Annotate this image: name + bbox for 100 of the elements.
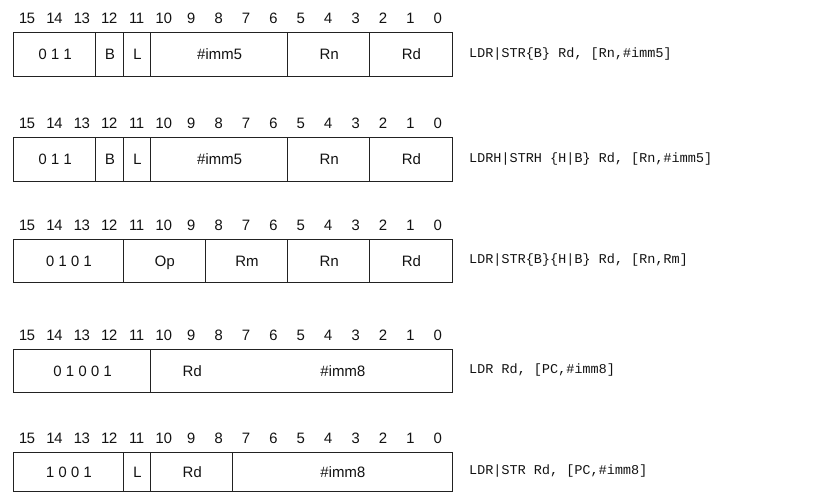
bit-field-box (369, 239, 453, 283)
bit-number: 12 (100, 430, 118, 448)
bit-number: 1 (405, 10, 416, 28)
bit-field-box (369, 137, 453, 182)
bit-number: 13 (72, 327, 90, 345)
field-label: 1 0 0 1 (44, 462, 93, 482)
field-label: Rn (318, 150, 340, 170)
bit-field-box (150, 32, 288, 77)
bit-number: 7 (240, 217, 252, 235)
field-label: L (132, 462, 142, 482)
bit-number: 10 (154, 217, 174, 235)
bit-number: 6 (268, 327, 278, 345)
bit-number: 9 (186, 217, 196, 235)
bit-field-box (204, 239, 288, 283)
bit-field-box (150, 349, 453, 393)
bit-field-box (287, 32, 371, 77)
field-label: #imm5 (196, 45, 243, 65)
bit-number: 9 (186, 10, 196, 28)
bit-field-box (13, 32, 97, 77)
bit-number: 10 (154, 10, 174, 28)
bit-number: 8 (213, 430, 224, 448)
bit-number: 15 (18, 430, 36, 448)
bit-number: 0 (432, 10, 443, 28)
bit-field-box (150, 452, 234, 492)
field-label: B (104, 150, 116, 170)
bit-number: 13 (72, 217, 90, 235)
bit-number: 5 (296, 327, 306, 345)
bit-number: 4 (322, 327, 334, 345)
bit-field-box (232, 452, 453, 492)
bit-number: 3 (350, 430, 361, 448)
field-label: Rn (318, 45, 340, 65)
field-label: #imm8 (319, 362, 366, 382)
bit-number: 9 (186, 115, 196, 133)
field-label: Rd (400, 150, 422, 170)
bit-number: 8 (213, 115, 224, 133)
instruction-syntax: LDRH|STRH {H|B} Rd, [Rn,#imm5] (469, 150, 712, 168)
bit-number: 4 (322, 115, 334, 133)
bit-number: 12 (100, 10, 118, 28)
bit-number: 14 (45, 115, 63, 133)
instruction-syntax: LDR|STR Rd, [PC,#imm8] (469, 463, 648, 481)
bit-number: 15 (18, 327, 36, 345)
bit-field-box (150, 137, 288, 182)
bit-number: 12 (100, 327, 118, 345)
bit-number: 11 (128, 430, 145, 448)
bit-number: 4 (322, 10, 334, 28)
bit-number: 1 (405, 217, 416, 235)
bit-number: 11 (128, 217, 145, 235)
bit-number: 15 (18, 115, 36, 133)
field-label: 0 1 0 0 1 (52, 362, 113, 382)
bit-number: 8 (213, 10, 224, 28)
bit-number: 3 (350, 217, 361, 235)
bit-field-box (13, 239, 124, 283)
field-label: L (132, 45, 142, 65)
field-label: Rd (400, 252, 422, 272)
bit-number: 0 (432, 217, 443, 235)
field-label: L (132, 150, 142, 170)
bit-number: 7 (240, 10, 252, 28)
field-label: B (104, 45, 116, 65)
field-label: Rd (182, 462, 203, 482)
bit-number: 2 (378, 327, 388, 345)
bit-number: 11 (128, 10, 145, 28)
field-label: Op (154, 252, 176, 272)
field-label: Rn (318, 252, 340, 272)
bit-number: 15 (18, 10, 36, 28)
bit-number: 10 (154, 115, 174, 133)
bit-number: 9 (186, 430, 196, 448)
bit-field-box (122, 239, 206, 283)
bit-number: 6 (268, 115, 278, 133)
bit-number: 11 (128, 327, 145, 345)
bit-number: 8 (213, 327, 224, 345)
bit-number: 14 (45, 10, 63, 28)
instruction-syntax: LDR Rd, [PC,#imm8] (469, 362, 615, 380)
field-label: Rd (400, 45, 422, 65)
bit-number: 13 (72, 10, 90, 28)
bit-field-box (369, 32, 453, 77)
bit-number: 13 (72, 430, 90, 448)
bit-number: 0 (432, 115, 443, 133)
bit-number: 1 (405, 115, 416, 133)
bit-field-box (13, 452, 124, 492)
bit-number: 14 (45, 327, 63, 345)
field-label: #imm5 (196, 150, 243, 170)
bit-number: 13 (72, 115, 90, 133)
bit-field-box (122, 452, 152, 492)
bit-number: 3 (350, 327, 361, 345)
bit-number: 14 (45, 217, 63, 235)
bit-number: 5 (296, 115, 306, 133)
bit-number: 14 (45, 430, 63, 448)
bit-field-box (122, 137, 152, 182)
bit-field-box (122, 32, 152, 77)
bit-number: 11 (128, 115, 145, 133)
bit-number: 0 (432, 430, 443, 448)
bit-number: 4 (322, 430, 334, 448)
bit-number: 1 (405, 327, 416, 345)
instruction-syntax: LDR|STR{B}{H|B} Rd, [Rn,Rm] (469, 252, 688, 270)
bit-number: 9 (186, 327, 196, 345)
bit-number: 7 (240, 115, 252, 133)
field-label: #imm8 (319, 462, 366, 482)
bit-number: 2 (378, 115, 388, 133)
bit-number: 7 (240, 430, 252, 448)
instruction-syntax: LDR|STR{B} Rd, [Rn,#imm5] (469, 46, 672, 64)
